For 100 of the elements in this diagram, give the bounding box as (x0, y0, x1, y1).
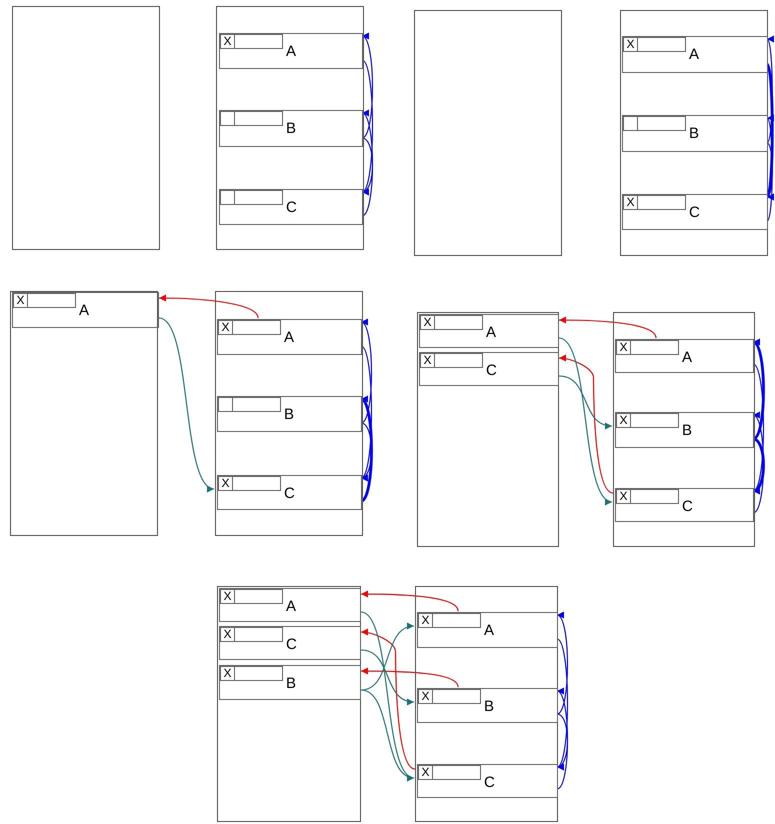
arrow (362, 36, 374, 138)
arrow (766, 63, 774, 198)
checkbox: X (218, 476, 233, 491)
card-label: B (284, 406, 294, 424)
card-label: A (286, 43, 296, 61)
checkbox: X (218, 320, 233, 335)
card-label: A (286, 598, 296, 616)
card-label: C (284, 485, 295, 503)
card (217, 396, 362, 432)
card (417, 612, 558, 648)
arrow (556, 614, 568, 714)
card (622, 115, 768, 152)
arrow (752, 414, 764, 514)
card-label: C (682, 498, 693, 516)
card-label: A (486, 324, 496, 342)
arrow (556, 638, 568, 768)
arrow (362, 112, 374, 216)
card (419, 352, 559, 386)
checkbox: X (418, 765, 433, 780)
checkbox: X (220, 34, 235, 49)
card-label: A (484, 622, 494, 640)
card (12, 292, 159, 328)
arrow (159, 294, 259, 318)
panel (12, 6, 160, 250)
card (622, 194, 768, 230)
panel (215, 291, 363, 536)
card-label: C (484, 774, 495, 792)
card-label: C (286, 636, 297, 654)
arrow (766, 142, 775, 198)
checkbox: X (13, 293, 28, 308)
checkbox: X (616, 340, 631, 355)
card-label: A (79, 302, 90, 320)
arrow (752, 438, 765, 492)
panel (216, 6, 364, 250)
card (219, 588, 361, 622)
arrow (158, 318, 214, 490)
arrow (558, 375, 612, 428)
card-label: B (286, 120, 296, 138)
panel (10, 291, 158, 536)
card-label: C (286, 199, 297, 217)
card-label: A (689, 46, 700, 64)
checkbox: X (220, 589, 235, 604)
card (217, 319, 362, 355)
arrow (360, 346, 372, 478)
card (615, 339, 754, 373)
card (622, 36, 768, 73)
card (219, 33, 363, 69)
card (219, 110, 363, 147)
card (219, 189, 363, 225)
panel (613, 312, 755, 547)
checkbox: X (420, 353, 435, 368)
checkbox: X (616, 489, 631, 504)
arrow (752, 340, 765, 440)
card-label: A (682, 349, 692, 367)
arrow (556, 713, 568, 768)
arrow (360, 422, 372, 480)
checkbox: X (220, 627, 235, 642)
card (615, 488, 754, 522)
checkbox: X (220, 666, 235, 681)
card-label: C (689, 204, 700, 222)
card (219, 626, 361, 660)
panel (417, 312, 559, 547)
panel (620, 10, 768, 256)
panel (217, 586, 361, 822)
arrow (361, 668, 459, 688)
arrow (362, 137, 374, 194)
checkbox: X (623, 195, 638, 210)
card-label: C (486, 362, 497, 380)
card-label: A (284, 329, 294, 347)
checkbox: X (420, 315, 435, 330)
arrow (559, 316, 657, 338)
checkbox: X (623, 37, 638, 52)
arrow (360, 398, 373, 502)
arrow (360, 624, 414, 691)
card-label: B (689, 125, 700, 143)
arrow (556, 690, 568, 790)
card (417, 688, 558, 723)
card (417, 764, 558, 798)
arrow (360, 628, 416, 770)
arrow (360, 322, 372, 424)
card (615, 412, 754, 448)
arrow (360, 649, 414, 704)
panel (415, 586, 558, 822)
panel (414, 10, 562, 256)
arrow (361, 590, 459, 612)
arrow (362, 60, 374, 192)
card-label: B (286, 675, 296, 693)
arrow (558, 354, 614, 494)
checkbox: X (418, 613, 433, 628)
card (419, 314, 559, 348)
arrow (766, 38, 774, 144)
card-label: B (484, 698, 494, 716)
checkbox: X (616, 413, 631, 428)
arrow (766, 118, 774, 222)
arrow (360, 689, 414, 780)
card-label: B (682, 422, 692, 440)
card (219, 665, 361, 700)
card (217, 475, 362, 510)
checkbox: X (418, 689, 433, 704)
arrow (558, 338, 612, 502)
